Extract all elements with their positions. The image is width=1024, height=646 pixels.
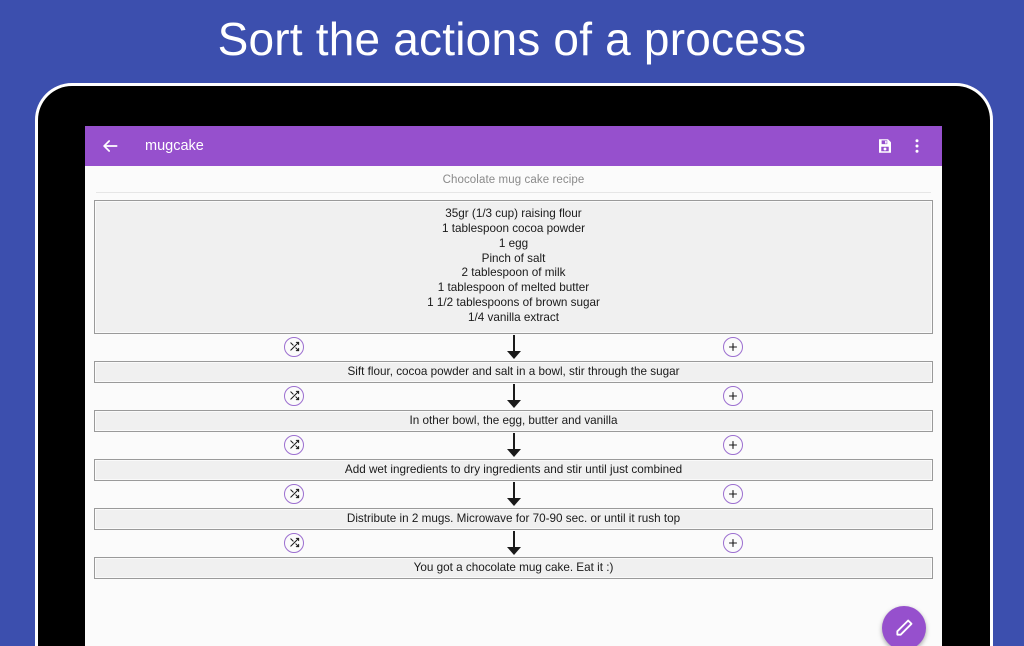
app-toolbar: mugcake xyxy=(85,126,942,166)
tablet-device-frame: mugcake Chocolate mug cake recipe xyxy=(38,86,990,646)
ingredient-line: Pinch of salt xyxy=(481,251,546,265)
recipe-content: Chocolate mug cake recipe 35gr (1/3 cup)… xyxy=(85,166,942,646)
connector-row xyxy=(94,334,933,361)
arrow-down-icon xyxy=(506,530,521,555)
ingredient-line: 35gr (1/3 cup) raising flour xyxy=(445,207,582,220)
plus-icon[interactable] xyxy=(723,434,743,455)
back-arrow-icon[interactable] xyxy=(97,133,123,159)
step-card[interactable]: Distribute in 2 mugs. Microwave for 70-9… xyxy=(94,507,933,530)
ingredient-line: 1/4 vanilla extract xyxy=(468,310,559,324)
arrow-down-icon xyxy=(506,334,521,359)
title-divider xyxy=(96,192,931,193)
shuffle-icon[interactable] xyxy=(284,434,304,455)
ingredient-line: 1 tablespoon cocoa powder xyxy=(442,221,585,235)
arrow-down-icon xyxy=(506,481,521,506)
shuffle-icon[interactable] xyxy=(284,385,304,406)
step-card[interactable]: In other bowl, the egg, butter and vanil… xyxy=(94,409,933,432)
plus-icon[interactable] xyxy=(723,336,743,357)
ingredient-line: 1 tablespoon of melted butter xyxy=(437,281,590,295)
ingredient-line: 1 egg xyxy=(498,236,529,250)
plus-icon[interactable] xyxy=(723,483,743,504)
plus-icon[interactable] xyxy=(723,532,743,553)
step-card[interactable]: Sift flour, cocoa powder and salt in a b… xyxy=(94,360,933,383)
arrow-down-icon xyxy=(506,432,521,457)
step-card[interactable]: Add wet ingredients to dry ingredients a… xyxy=(94,458,933,481)
connector-row xyxy=(94,432,933,459)
promo-headline: Sort the actions of a process xyxy=(217,13,807,65)
toolbar-title: mugcake xyxy=(145,138,204,154)
shuffle-icon[interactable] xyxy=(284,336,304,357)
connector-row xyxy=(94,481,933,508)
connector-row xyxy=(94,530,933,557)
connector-row xyxy=(94,383,933,410)
shuffle-icon[interactable] xyxy=(284,532,304,553)
pencil-edit-icon[interactable] xyxy=(882,606,926,646)
save-floppy-icon[interactable] xyxy=(872,133,898,159)
ingredients-card[interactable]: 35gr (1/3 cup) raising flour 1 tablespoo… xyxy=(94,200,933,334)
ingredient-line: 2 tablespoon of milk xyxy=(461,266,566,280)
arrow-down-icon xyxy=(506,383,521,408)
ingredient-line: 1 1/2 tablespoons of brown sugar xyxy=(427,296,600,310)
plus-icon[interactable] xyxy=(723,385,743,406)
more-vertical-icon[interactable] xyxy=(904,133,930,159)
device-screen: mugcake Chocolate mug cake recipe xyxy=(85,126,942,646)
step-card[interactable]: You got a chocolate mug cake. Eat it :) xyxy=(94,556,933,579)
recipe-title: Chocolate mug cake recipe xyxy=(442,174,585,186)
shuffle-icon[interactable] xyxy=(284,483,304,504)
